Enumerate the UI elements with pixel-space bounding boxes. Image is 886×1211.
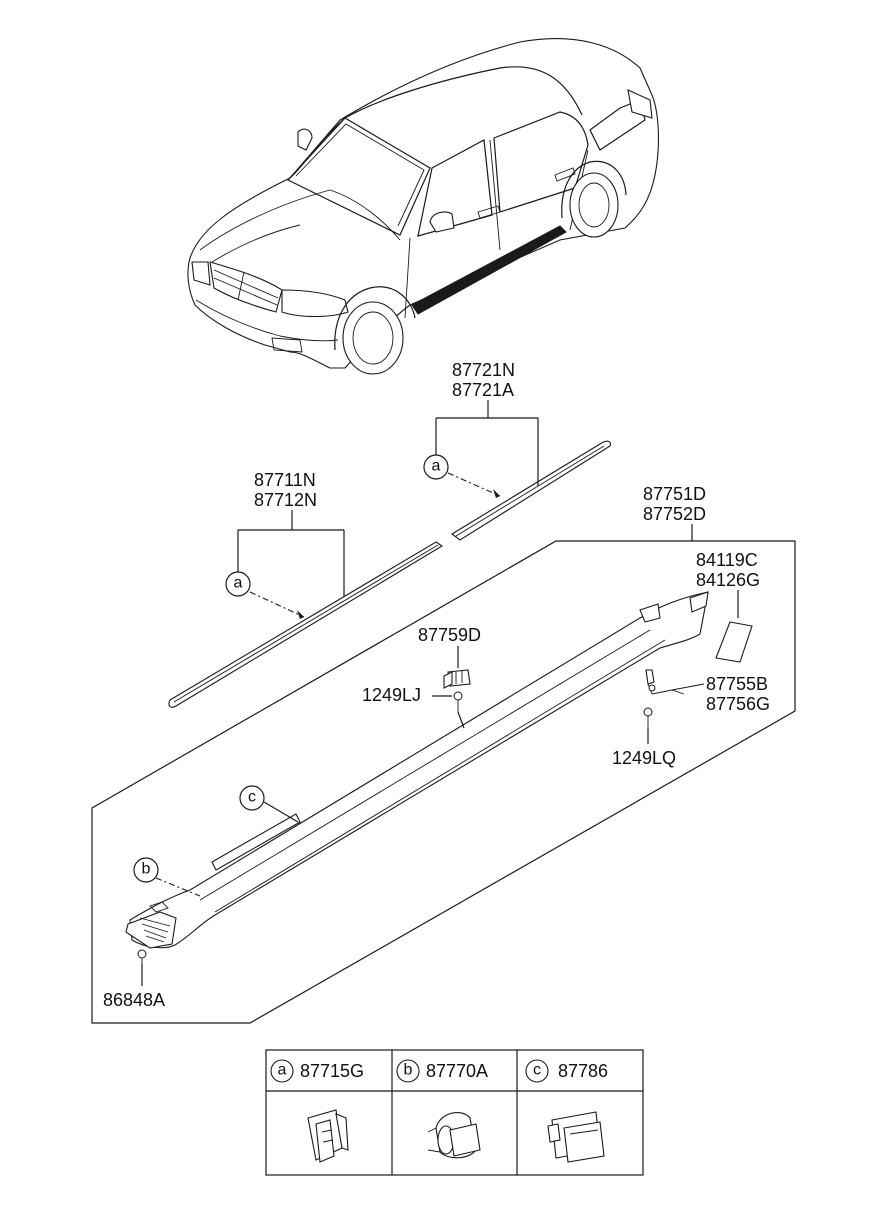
callout-c: c <box>239 785 265 811</box>
legend-part-c: 87786 <box>558 1061 608 1081</box>
side-sill-box <box>91 540 796 1024</box>
legend-table: a 87715G b 87770A c 87786 <box>265 1049 644 1176</box>
svg-text:c: c <box>248 789 256 806</box>
clip-b-drawing <box>427 1112 481 1159</box>
clip-a-drawing <box>307 1109 349 1163</box>
label-screw-right: 1249LQ <box>612 748 676 768</box>
screw-left-part <box>453 691 463 712</box>
callout-a-rear: a <box>225 571 251 597</box>
svg-text:a: a <box>234 575 243 592</box>
label-bracket-2: 87756G <box>706 694 770 714</box>
clip-c-drawing <box>547 1111 605 1163</box>
legend-cell-b: b 87770A <box>396 1059 488 1083</box>
bracket-part <box>645 669 705 695</box>
label-screw-left: 1249LJ <box>362 685 421 705</box>
car-illustration <box>187 38 659 375</box>
label-upper-moulding-front-1: 87721N <box>452 360 515 380</box>
label-pad-2: 84126G <box>696 570 760 590</box>
label-screw-bottom: 86848A <box>103 990 165 1010</box>
legend-part-b: 87770A <box>426 1061 488 1081</box>
label-upper-moulding-rear-1: 87711N <box>254 470 316 490</box>
label-pad-1: 84119C <box>696 550 758 570</box>
moulding-front <box>451 440 611 541</box>
svg-text:b: b <box>142 861 151 878</box>
label-upper-moulding-front-2: 87721A <box>452 380 514 400</box>
svg-text:a: a <box>278 1062 287 1079</box>
svg-text:a: a <box>432 458 441 475</box>
legend-part-a: 87715G <box>300 1061 364 1081</box>
label-bracket-1: 87755B <box>706 674 768 694</box>
pad-part <box>715 621 753 663</box>
label-side-sill-2: 87752D <box>643 504 706 524</box>
screw-right-part <box>643 707 653 728</box>
legend-cell-a: a 87715G <box>270 1059 364 1083</box>
label-clip-top: 87759D <box>418 625 481 645</box>
clip-part <box>443 669 471 689</box>
svg-text:b: b <box>404 1062 413 1079</box>
side-sill-moulding <box>125 591 709 949</box>
callout-b: b <box>133 857 159 883</box>
legend-cell-c: c 87786 <box>525 1059 608 1083</box>
label-upper-moulding-rear-2: 87712N <box>254 490 317 510</box>
screw-bottom-part <box>137 949 147 964</box>
label-side-sill-1: 87751D <box>643 484 706 504</box>
moulding-rear <box>168 541 444 708</box>
callout-a-front: a <box>423 454 449 480</box>
svg-text:c: c <box>533 1062 541 1079</box>
